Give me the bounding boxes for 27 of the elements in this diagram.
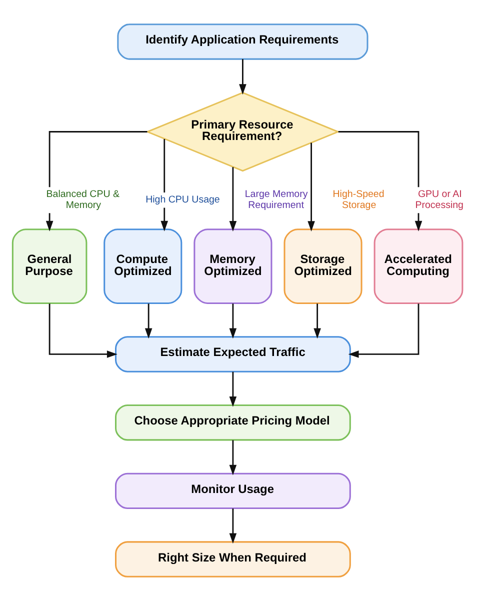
node-box: Choose Appropriate Pricing Model [115, 404, 351, 440]
node-box: General Purpose [12, 228, 88, 304]
node-box: Storage Optimized [284, 228, 362, 304]
arrow [239, 58, 246, 94]
edge-label: GPU or AI Processing [415, 188, 464, 210]
arrow [229, 303, 237, 338]
arrow [229, 166, 237, 231]
arrow [348, 303, 420, 358]
edge-label: High-Speed Storage [332, 188, 384, 210]
node-box: Monitor Usage [115, 472, 351, 509]
arrow [48, 303, 118, 358]
arrow [229, 440, 237, 475]
node-box: Estimate Expected Traffic [115, 336, 351, 372]
arrow [229, 371, 237, 406]
edge-label: Balanced CPU & Memory [46, 188, 120, 210]
edge-label: High CPU Usage [146, 194, 220, 206]
node-diamond: Primary Resource Requirement? [145, 91, 340, 172]
arrow [308, 142, 315, 232]
node-box: Right Size When Required [115, 540, 351, 577]
node-box: Memory Optimized [194, 228, 272, 304]
node-box: Compute Optimized [104, 228, 182, 304]
edge-label: Large Memory Requirement [244, 188, 308, 210]
node-box: Identify Application Requirements [117, 23, 368, 60]
arrow [314, 303, 321, 338]
node-box: Accelerated Computing [374, 228, 464, 304]
arrow [229, 508, 237, 544]
arrow [144, 303, 152, 338]
